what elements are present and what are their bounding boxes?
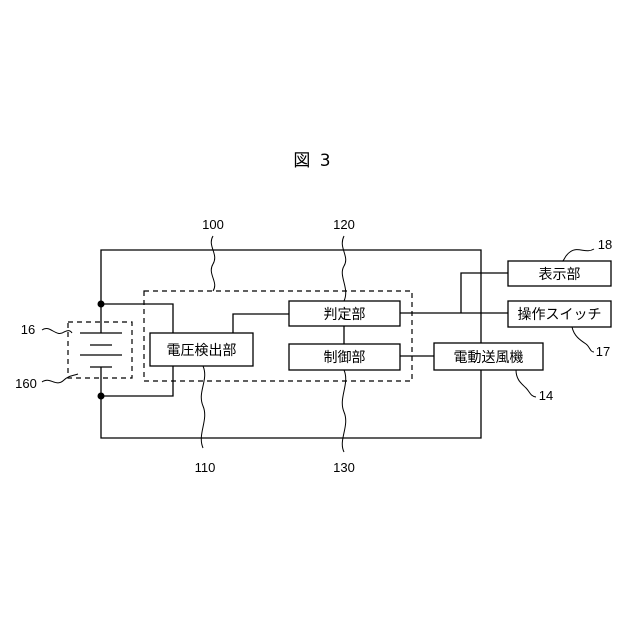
ref-110: 110 bbox=[195, 460, 216, 475]
junction-top bbox=[98, 301, 105, 308]
leader-14 bbox=[516, 370, 536, 397]
leader-17 bbox=[572, 327, 594, 352]
leader-160 bbox=[42, 374, 78, 383]
battery-positive-wire bbox=[101, 304, 173, 333]
control-label: 制御部 bbox=[324, 350, 366, 366]
display-label: 表示部 bbox=[539, 267, 581, 283]
voltage-detector-label: 電圧検出部 bbox=[167, 343, 237, 359]
leader-18 bbox=[562, 249, 594, 261]
detector-to-judgment-wire bbox=[233, 314, 289, 333]
ref-16: 16 bbox=[21, 322, 35, 337]
judgment-label: 判定部 bbox=[324, 307, 366, 323]
battery-icon bbox=[80, 333, 122, 367]
judgment-to-display-wire bbox=[461, 273, 508, 313]
ref-14: 14 bbox=[539, 388, 553, 403]
leader-100 bbox=[211, 236, 214, 291]
ref-160: 160 bbox=[15, 376, 37, 391]
junction-bottom bbox=[98, 393, 105, 400]
ref-100: 100 bbox=[202, 217, 224, 232]
ref-17: 17 bbox=[596, 344, 610, 359]
leader-130 bbox=[342, 370, 345, 452]
battery-pack-boundary bbox=[68, 322, 132, 378]
figure-title: 図 3 bbox=[293, 151, 332, 171]
ref-18: 18 bbox=[598, 237, 612, 252]
ref-120: 120 bbox=[333, 217, 355, 232]
electric-blower-label: 電動送風機 bbox=[454, 350, 524, 366]
ref-130: 130 bbox=[333, 460, 355, 475]
leader-110 bbox=[201, 366, 204, 448]
operation-switch-label: 操作スイッチ bbox=[518, 307, 602, 323]
